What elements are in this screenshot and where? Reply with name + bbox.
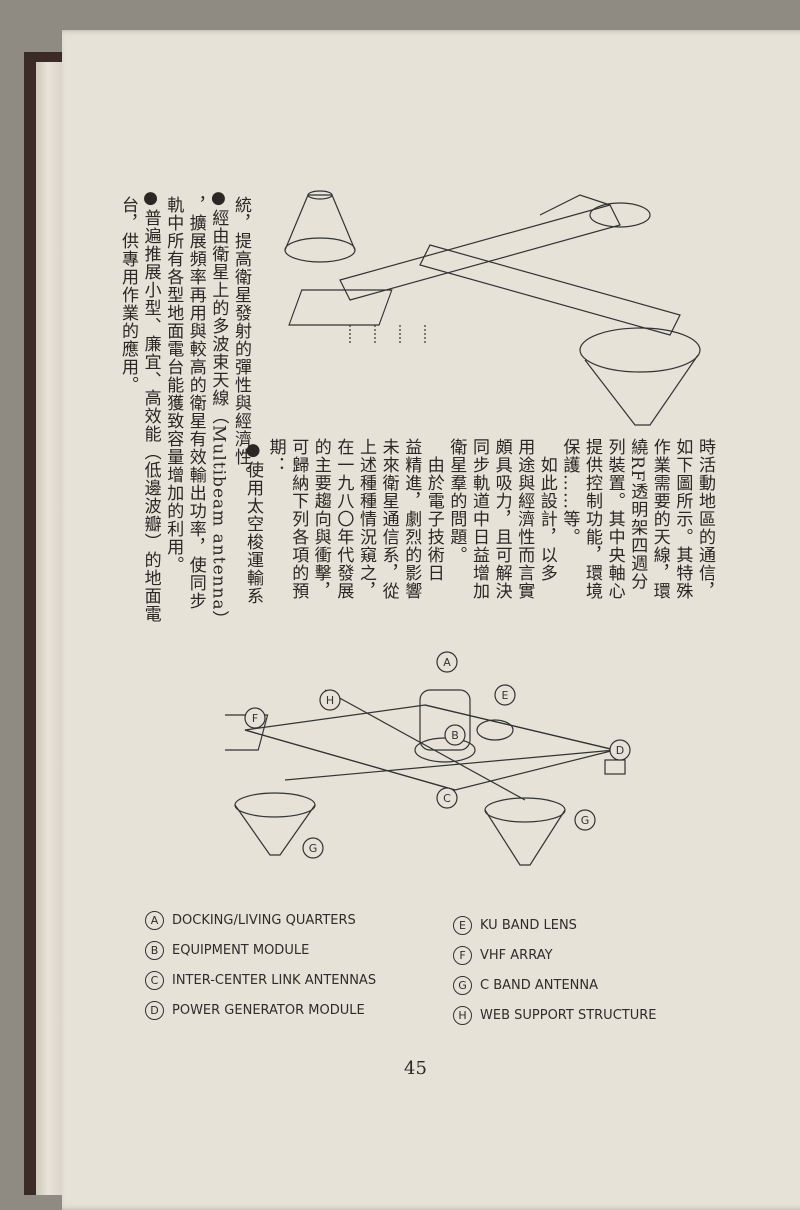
text-column: 台，供專用作業的應用。 — [118, 196, 138, 394]
legend-text: KU BAND LENS — [480, 917, 577, 933]
text-column: 如此設計，以多 — [536, 438, 557, 582]
text-column: ●經由衛星上的多波束天線（Multibeam antenna） — [208, 188, 229, 629]
text-column: 期： — [265, 438, 286, 474]
legend-key: H — [453, 1005, 472, 1025]
legend-text: INTER-CENTER LINK ANTENNAS — [172, 972, 377, 988]
legend-key: F — [453, 945, 472, 965]
legend-item: C INTER-CENTER LINK ANTENNAS — [145, 965, 376, 995]
legend-item: G C BAND ANTENNA — [453, 970, 656, 1000]
legend-item: D POWER GENERATOR MODULE — [145, 995, 376, 1025]
legend-key: B — [145, 940, 164, 960]
diagram-callout-label: C — [443, 792, 451, 805]
diagram-callout-label: G — [309, 842, 318, 855]
diagram-callout-label: H — [326, 694, 334, 707]
diagram-callout-label: A — [443, 656, 451, 669]
diagram-callout-label: G — [581, 814, 590, 827]
text-column: 可歸納下列各項的預 — [288, 438, 309, 600]
page-number: 45 — [404, 1058, 427, 1079]
legend-key: E — [453, 915, 472, 935]
text-column: ●普遍推展小型、廉宜、高效能（低邊波瓣）的地面電 — [140, 188, 161, 623]
legend-key: C — [145, 970, 164, 990]
text-column: 軌中所有各型地面電台能獲致容量增加的利用。 — [163, 196, 184, 574]
diagram-callout — [444, 724, 466, 746]
legend-left: A DOCKING/LIVING QUARTERS B EQUIPMENT MODU… — [145, 905, 376, 1025]
text-column: 益精進，劇烈的影響 — [401, 438, 422, 600]
diagram-callout-label: B — [451, 729, 459, 742]
diagram-callout — [302, 837, 324, 859]
diagram-callout — [244, 707, 266, 729]
legend-text: VHF ARRAY — [480, 947, 553, 963]
text-column: 作業需要的天線，環 — [649, 438, 670, 600]
diagram-callout — [494, 684, 516, 706]
legend-item: E KU BAND LENS — [453, 910, 656, 940]
diagram-callout-label: D — [616, 744, 624, 757]
diagram-callout — [436, 787, 458, 809]
text-column: 時活動地區的通信， — [695, 438, 715, 600]
legend-key: A — [145, 910, 164, 930]
text-column: 衛星羣的問題。 — [446, 438, 467, 564]
diagram-callout-label: F — [252, 712, 258, 725]
legend-text: C BAND ANTENNA — [480, 977, 599, 993]
legend-item: H WEB SUPPORT STRUCTURE — [453, 1000, 656, 1030]
legend-text: POWER GENERATOR MODULE — [172, 1002, 365, 1018]
text-column: 在一九八〇年代發展 — [333, 438, 354, 600]
text-column: 列裝置。其中央軸心 — [604, 438, 625, 600]
diagram-callout — [609, 739, 631, 761]
diagram-callout — [574, 809, 596, 831]
satellite-illustration-top — [284, 190, 701, 426]
text-column: 未來衛星通信系，從 — [378, 438, 399, 600]
satellite-illustration-bottom: A B C D E F G G H — [225, 651, 631, 866]
legend-key: D — [145, 1000, 164, 1020]
diagram-callout — [436, 651, 458, 673]
text-column: 同步軌道中日益增加 — [469, 438, 489, 600]
text-column: 的主要趨向與衝擊， — [310, 438, 331, 600]
text-column: 由於電子技術日 — [423, 438, 444, 582]
legend-key: G — [453, 975, 472, 995]
text-column: 用途與經濟性而言實 — [514, 438, 535, 600]
diagram-callout-label: E — [502, 689, 509, 702]
legend-text: DOCKING/LIVING QUARTERS — [172, 912, 356, 928]
page-edges — [36, 62, 66, 1195]
legend-item: A DOCKING/LIVING QUARTERS — [145, 905, 376, 935]
legend-text: EQUIPMENT MODULE — [172, 942, 310, 958]
book-page — [62, 30, 800, 1210]
legend-right: E KU BAND LENS F VHF ARRAY G C BAND ANTENNA… — [453, 910, 656, 1030]
text-column: 提供控制功能，環境 — [582, 438, 602, 600]
text-column: 頗具吸力，且可解決 — [491, 438, 512, 600]
diagram-callout — [319, 689, 341, 711]
legend-text: WEB SUPPORT STRUCTURE — [480, 1007, 657, 1023]
text-column: ，擴展頻率再用與較高的衛星有效輸出功率，使同步 — [185, 196, 206, 610]
text-column: 如下圖所示。其特殊 — [672, 438, 693, 600]
text-column: 統，提高衛星發射的彈性與經濟性。 — [231, 196, 251, 484]
text-column: 繞RF透明架四週分 — [627, 438, 648, 591]
text-column: 上述種種情況窺之， — [356, 438, 376, 600]
legend-item: B EQUIPMENT MODULE — [145, 935, 376, 965]
legend-item: F VHF ARRAY — [453, 940, 656, 970]
text-column: 保護……等。 — [559, 438, 580, 546]
text-column: ●使用太空梭運輸系 — [243, 440, 263, 605]
